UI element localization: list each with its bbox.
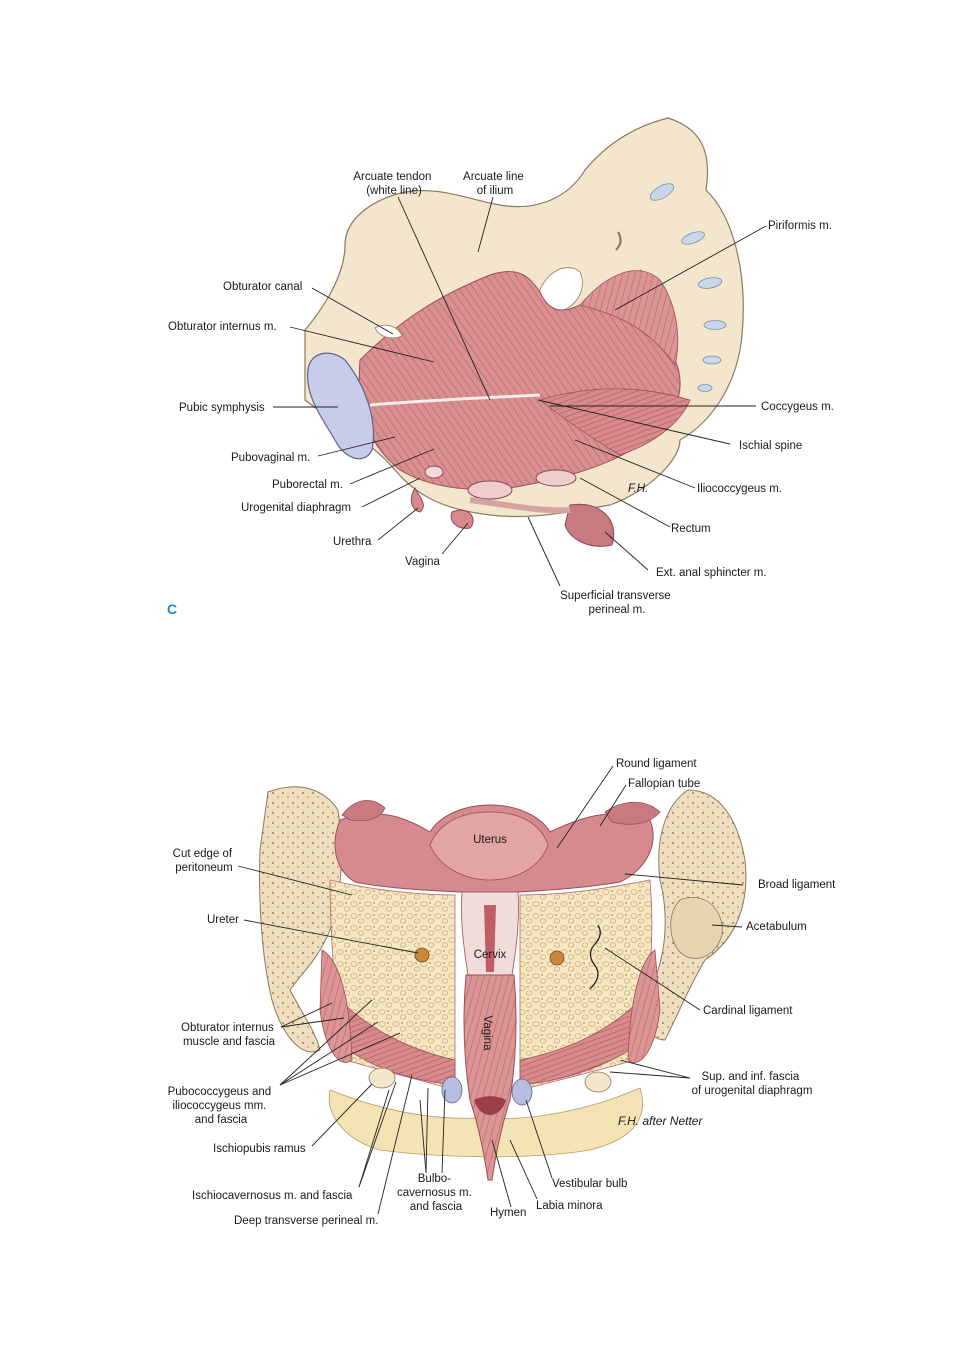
pelvic-outlets xyxy=(410,465,615,547)
label-cut-edge-peritoneum: Cut edge of peritoneum xyxy=(173,848,236,874)
label-pubic-symphysis: Pubic symphysis xyxy=(179,402,265,414)
label-arcuate-line-ilium: Arcuate line of ilium xyxy=(463,171,527,197)
ischiopubic-rami xyxy=(368,1067,612,1093)
hymen-shape xyxy=(474,1096,506,1115)
label-cardinal-ligament: Cardinal ligament xyxy=(703,1005,793,1017)
left-ilium-bone xyxy=(259,786,342,1053)
uterine-fundus xyxy=(429,811,549,881)
coronal-section-illustration: F.H. after Netter Uterus Cervix Vagina xyxy=(168,758,837,1227)
right-obturator-muscle xyxy=(627,949,661,1063)
label-ischial-spine: Ischial spine xyxy=(739,440,802,452)
label-puborectal: Puborectal m. xyxy=(272,479,343,491)
label-hymen: Hymen xyxy=(490,1207,526,1219)
label-bulbocavernosus: Bulbo- cavernosus m. and fascia xyxy=(397,1173,475,1213)
pubic-symphysis-shape xyxy=(307,352,375,460)
label-piriformis: Piriformis m. xyxy=(768,220,832,232)
label-ischiopubis-ramus: Ischiopubis ramus xyxy=(213,1143,306,1155)
label-obturator-internus: Obturator internus m. xyxy=(168,321,277,333)
label-arcuate-tendon: Arcuate tendon (white line) xyxy=(353,171,434,197)
label-sup-inf-fascia: Sup. and inf. fascia of urogenital diaph… xyxy=(692,1071,813,1097)
label-superficial-transverse-perineal: Superficial transverse perineal m. xyxy=(560,590,674,616)
label-vagina-bottom: Vagina xyxy=(481,1016,493,1052)
cardinal-ligament-squiggle xyxy=(589,924,601,990)
label-coccygeus: Coccygeus m. xyxy=(761,401,834,413)
label-acetabulum: Acetabulum xyxy=(746,921,807,933)
label-urogenital-diaphragm: Urogenital diaphragm xyxy=(241,502,351,514)
label-labia-minora: Labia minora xyxy=(536,1200,603,1212)
label-pubococcygeus: Pubococcygeus and iliococcygeus mm. and … xyxy=(168,1086,275,1126)
coccygeus-muscle xyxy=(539,388,691,456)
label-broad-ligament: Broad ligament xyxy=(758,879,836,891)
label-fallopian-tube: Fallopian tube xyxy=(628,778,700,790)
sacral-foramina xyxy=(649,183,727,392)
label-urethra: Urethra xyxy=(333,536,372,548)
label-deep-transverse-perineal: Deep transverse perineal m. xyxy=(234,1215,378,1227)
left-obturator-muscle xyxy=(319,949,353,1063)
leader-lines-bottom xyxy=(237,765,744,1215)
label-iliococcygeus: Iliococcygeus m. xyxy=(697,483,782,495)
pelvic-floor-illustration: F.H. Arcuate tendon (white line) xyxy=(167,117,834,617)
piriformis-muscle xyxy=(579,270,679,366)
leader-lines-top xyxy=(273,196,767,587)
right-fallopian-tube xyxy=(604,801,661,825)
vaginal-canal xyxy=(463,974,517,1181)
label-vestibular-bulb: Vestibular bulb xyxy=(552,1178,627,1190)
label-ureter: Ureter xyxy=(207,914,239,926)
label-vagina-top: Vagina xyxy=(405,556,441,568)
label-cervix: Cervix xyxy=(474,949,507,961)
ureter-sections xyxy=(414,947,565,966)
label-pubovaginal: Pubovaginal m. xyxy=(231,452,310,464)
label-uterus: Uterus xyxy=(473,834,507,846)
left-fallopian-tube xyxy=(341,800,386,822)
label-rectum: Rectum xyxy=(671,523,711,535)
panel-letter-c: C xyxy=(167,601,177,617)
arcuate-tendon-line xyxy=(369,393,541,407)
label-ext-anal-sphincter: Ext. anal sphincter m. xyxy=(656,567,767,579)
label-ischiocavernosus: Ischiocavernosus m. and fascia xyxy=(192,1190,353,1202)
label-obturator-internus-fascia: Obturator internus muscle and fascia xyxy=(181,1022,277,1048)
cervical-canal xyxy=(484,905,496,972)
acetabulum-shape xyxy=(670,897,723,959)
label-obturator-canal: Obturator canal xyxy=(223,281,302,293)
signature-bottom: F.H. after Netter xyxy=(618,1114,703,1128)
vestibular-bulbs xyxy=(441,1076,533,1106)
signature-top: F.H. xyxy=(628,483,648,495)
label-round-ligament: Round ligament xyxy=(616,758,697,770)
